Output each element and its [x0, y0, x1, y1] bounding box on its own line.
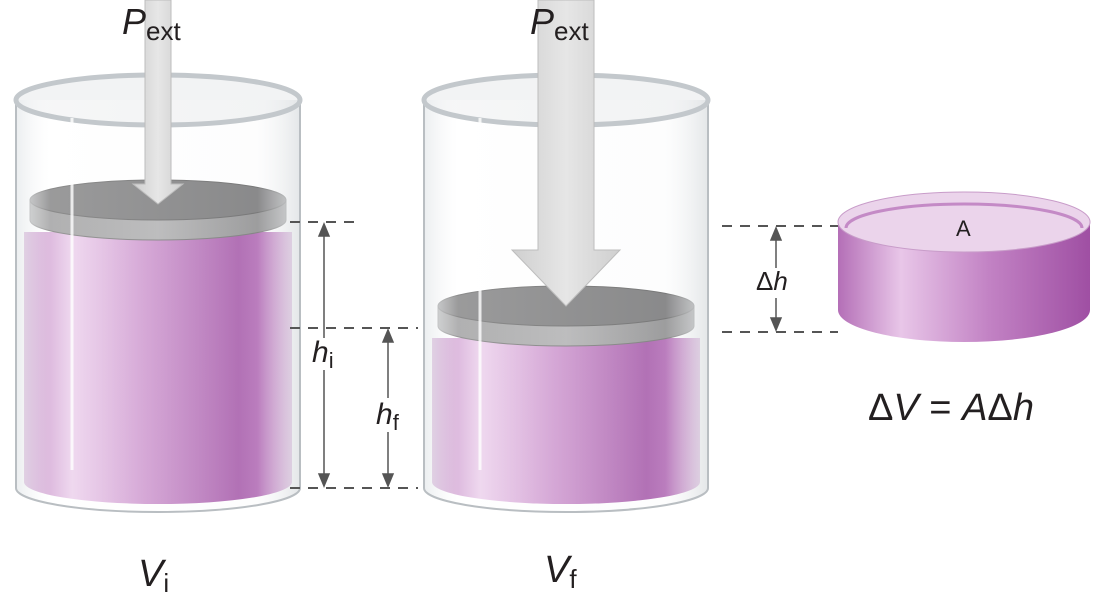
- pressure-label-left: Pext: [122, 1, 181, 46]
- delta-h-label: Δh: [756, 266, 788, 296]
- pressure-arrow-large: [510, 0, 622, 307]
- volume-final-label: Vf: [544, 549, 577, 594]
- height-initial-label: hi: [312, 336, 334, 373]
- pressure-label-right: Pext: [530, 1, 589, 46]
- guide-lines: [290, 221, 838, 489]
- volume-slab: [837, 191, 1091, 342]
- volume-initial-label: Vi: [138, 553, 169, 598]
- height-final-label: hf: [376, 398, 400, 435]
- pressure-arrow-small: [131, 0, 185, 205]
- cylinder-final: [421, 0, 711, 513]
- volume-equation: ΔV = AΔh: [868, 387, 1034, 429]
- cylinder-initial: [13, 0, 303, 513]
- glass-wall: [15, 100, 301, 513]
- slab-body: [838, 222, 1090, 342]
- slab-area-label: A: [956, 216, 971, 241]
